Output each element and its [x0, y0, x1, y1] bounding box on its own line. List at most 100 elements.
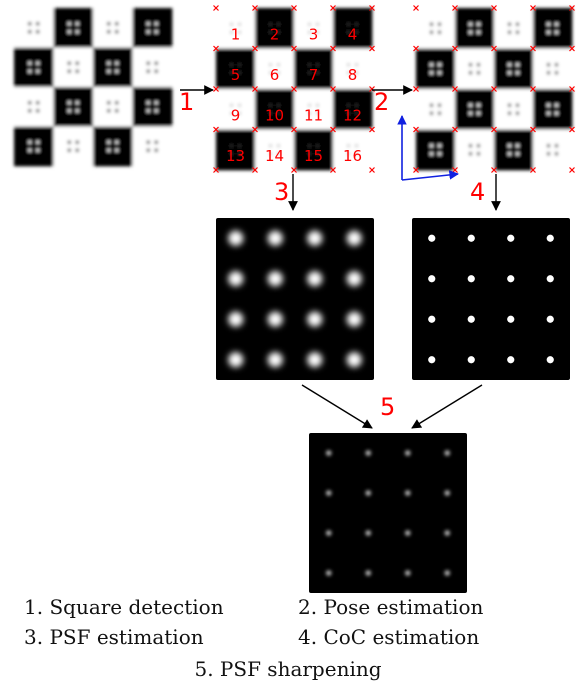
marker-dot [154, 101, 158, 105]
square-number: 14 [265, 147, 284, 165]
coc-disc [428, 356, 436, 364]
marker-dot [438, 30, 441, 34]
corner-mark [330, 45, 336, 52]
marker-dot [555, 63, 558, 67]
marker-dot [269, 144, 272, 148]
psf-spot [228, 311, 244, 327]
corner-mark [413, 86, 419, 92]
corner-mark [491, 45, 497, 52]
corner-mark [569, 45, 575, 52]
marker-dot [477, 71, 480, 75]
coc-disc [428, 234, 436, 242]
marker-dot [547, 152, 550, 156]
marker-dot [36, 140, 40, 144]
corner-mark [452, 5, 458, 11]
corner-mark [413, 167, 419, 173]
panel-background [216, 218, 374, 380]
marker-dot [28, 22, 32, 26]
psf-spot [346, 271, 362, 287]
marker-dot [269, 103, 272, 107]
marker-dot [477, 63, 480, 67]
corner-mark [213, 45, 219, 52]
marker-dot [308, 22, 311, 26]
corner-mark [330, 5, 336, 11]
corner-mark [530, 86, 536, 92]
marker-dot [154, 30, 158, 34]
psf-spot [267, 271, 283, 287]
dark-square [93, 47, 133, 88]
arrow-psf-to-sharpen [301, 384, 373, 429]
marker-dot [547, 22, 550, 26]
corner-mark [569, 167, 575, 173]
marker-dot [516, 152, 519, 156]
marker-dot [355, 30, 358, 34]
marker-dot [438, 152, 441, 156]
marker-dot [430, 71, 433, 75]
light-square [294, 8, 334, 49]
coc-disc [546, 315, 554, 323]
pose-axes [397, 115, 459, 181]
corner-mark [530, 5, 536, 11]
legend-item-5: 5. PSF sharpening [194, 657, 382, 681]
marker-dot [355, 111, 358, 115]
marker-dot [67, 69, 71, 73]
light-square [132, 47, 173, 88]
marker-dot [277, 63, 280, 67]
marker-dot [146, 22, 150, 26]
light-square [455, 129, 495, 171]
corner-mark [291, 126, 297, 133]
marker-dot [516, 22, 519, 26]
marker-dot [154, 140, 158, 144]
marker-dot [146, 30, 150, 34]
marker-dot [28, 140, 32, 144]
marker-dot [107, 22, 111, 26]
marker-dot [477, 103, 480, 107]
marker-dot [28, 61, 32, 65]
marker-dot [477, 152, 480, 156]
light-square [53, 126, 94, 167]
square-number: 11 [304, 107, 323, 125]
dark-square [455, 8, 495, 49]
square-number: 3 [309, 26, 319, 44]
sharpened-psf-panel [309, 433, 467, 593]
marker-dot [555, 152, 558, 156]
marker-dot [269, 30, 272, 34]
marker-dot [75, 140, 79, 144]
marker-dot [308, 111, 311, 115]
square-number: 8 [348, 66, 358, 84]
marker-dot [115, 140, 119, 144]
psf-spot [307, 230, 323, 246]
corner-mark [452, 126, 458, 133]
marker-dot [277, 71, 280, 75]
marker-dot [347, 22, 350, 26]
marker-dot [547, 103, 550, 107]
marker-dot [75, 61, 79, 65]
marker-dot [316, 71, 319, 75]
square-number: 10 [265, 107, 284, 125]
dark-square [333, 8, 373, 49]
coc-disc [428, 275, 436, 283]
psf-spot [267, 230, 283, 246]
marker-dot [469, 111, 472, 115]
marker-dot [347, 144, 350, 148]
marker-dot [555, 111, 558, 115]
marker-dot [146, 101, 150, 105]
marker-dot [555, 144, 558, 148]
marker-dot [238, 144, 241, 148]
marker-dot [508, 111, 511, 115]
marker-dot [107, 61, 111, 65]
marker-dot [36, 69, 40, 73]
light-square [416, 8, 456, 49]
sharp-spot [325, 530, 332, 536]
marker-dot [508, 152, 511, 156]
sharp-spot [365, 450, 372, 456]
dark-square [533, 89, 573, 130]
marker-dot [308, 103, 311, 107]
marker-dot [115, 61, 119, 65]
marker-dot [347, 111, 350, 115]
light-square [294, 89, 334, 130]
dark-square [53, 87, 94, 127]
marker-dot [347, 103, 350, 107]
light-square [14, 8, 54, 48]
marker-dot [107, 30, 111, 34]
